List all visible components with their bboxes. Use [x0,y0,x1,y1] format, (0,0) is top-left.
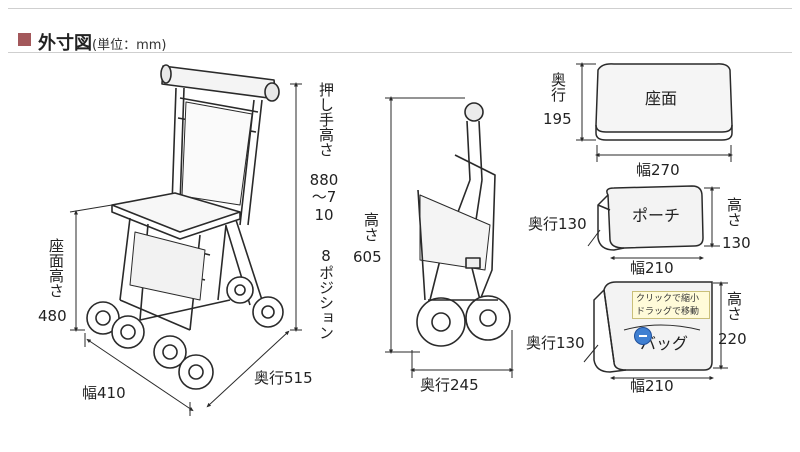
unit-note: (単位：mm) [92,38,167,53]
pouch-height-value: 130 [722,234,751,252]
seat-dimension-lines [576,62,733,162]
bag-height-value: 220 [718,330,747,348]
bag-dimension-lines [583,281,728,380]
seat-height-value: 480 [38,307,67,325]
side-dimension-lines [385,96,514,378]
seat-width-label: 幅270 [636,161,680,179]
side-height-value: 605 [353,248,382,266]
walker-side-illustration [416,102,511,347]
front-depth-label: 奥行515 [254,369,313,387]
title-text: 外寸図 [38,33,92,54]
bag-height-label: 高さ [725,291,743,321]
bag-name: バッグ [640,334,689,353]
seat-depth-label: 奥行 [549,72,567,102]
zoom-tooltip: クリックで縮小 ドラッグで移動 [632,291,710,319]
zoom-tooltip-line-2: ドラッグで移動 [636,307,700,317]
zoom-tooltip-line-1: クリックで縮小 [636,294,700,304]
pouch-illustration [597,185,704,251]
positions-label: 8ポジション [317,247,335,340]
header-bottom-rule [8,52,792,53]
pouch-height-label: 高さ [725,197,743,227]
seat-illustration [595,63,733,141]
handle-height-range: 880～710 [309,171,339,224]
walker-front-illustration [86,64,284,390]
side-depth-label: 奥行245 [420,376,479,394]
page-title: 外寸図(単位：mm) [38,29,166,55]
pouch-depth-label: 奥行130 [528,215,587,233]
seat-depth-value: 195 [543,110,572,128]
front-dimension-lines [69,82,302,416]
seat-name: 座面 [645,89,678,108]
handle-height-values: 880～710 [304,171,344,224]
pouch-name: ポーチ [632,206,681,225]
header-marker [18,33,31,46]
bag-width-label: 幅210 [630,377,674,395]
pouch-dimension-lines [587,186,720,260]
seat-height-label: 座面高さ [47,238,65,298]
front-width-label: 幅410 [82,384,126,402]
zoom-out-icon[interactable] [634,327,652,345]
header-top-rule [8,8,792,9]
side-height-label: 高さ [362,212,380,242]
pouch-width-label: 幅210 [630,259,674,277]
handle-height-label: 押し手高さ [317,82,335,157]
bag-depth-label: 奥行130 [526,334,585,352]
